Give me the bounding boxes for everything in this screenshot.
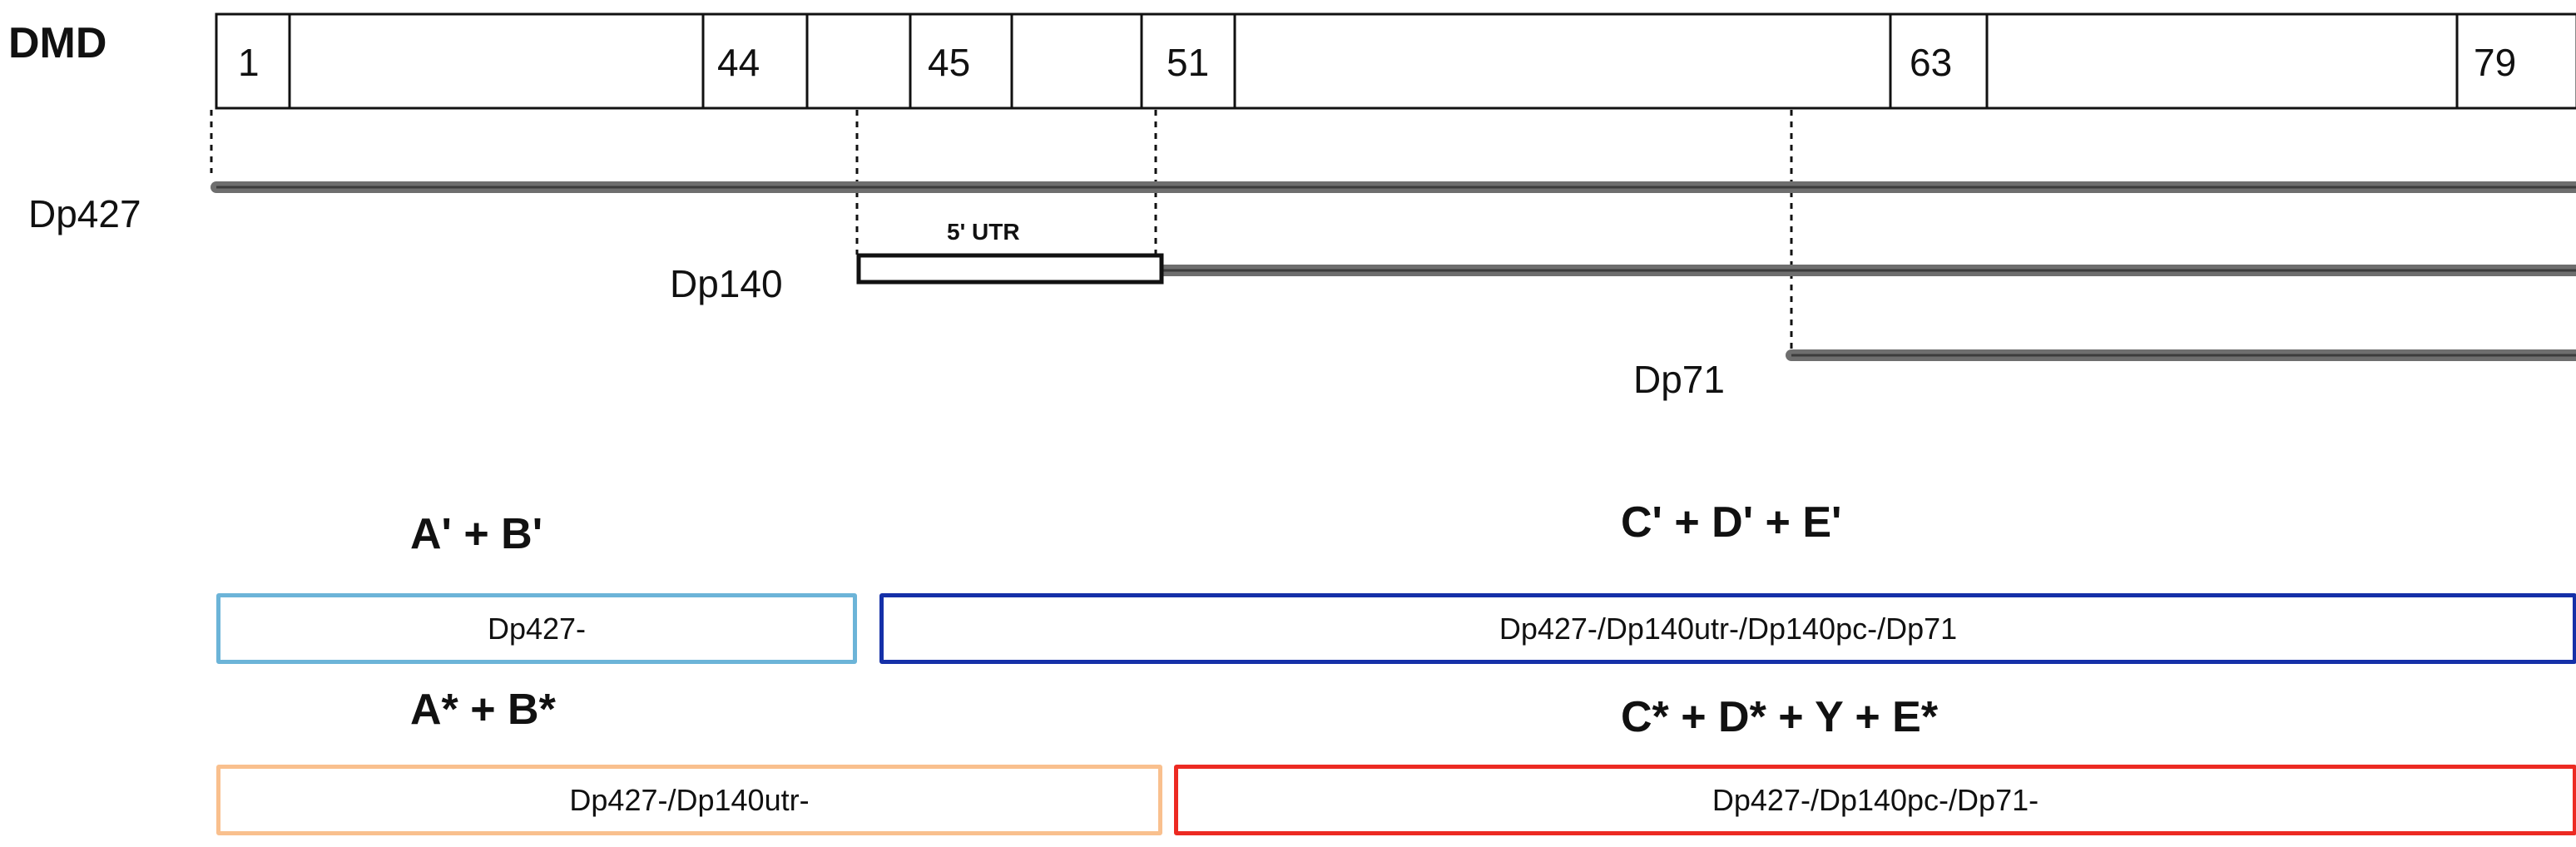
combo-title: A' + B'	[410, 510, 543, 558]
target-label: Dp427-/Dp140utr-/Dp140pc-/Dp71	[1499, 611, 1958, 646]
target-box: Dp427-/Dp140pc-/Dp71-	[1174, 765, 2576, 835]
combo-title: C* + D* + Y + E*	[1621, 693, 1939, 741]
target-label: Dp427-/Dp140pc-/Dp71-	[1712, 782, 2039, 817]
exon-number: 51	[1167, 41, 1210, 84]
target-box: Dp427-/Dp140utr-	[216, 765, 1162, 835]
exon-number: 44	[717, 41, 760, 84]
exon-number: 1	[238, 41, 260, 84]
exon-number: 63	[1910, 41, 1953, 84]
target-box: Dp427-/Dp140utr-/Dp140pc-/Dp71	[879, 593, 2576, 664]
exon-number: 79	[2474, 41, 2517, 84]
combo-title: A* + B*	[410, 686, 556, 734]
dp427-label: Dp427	[28, 192, 141, 235]
target-label: Dp427-/Dp140utr-	[569, 782, 810, 817]
utr-label: 5' UTR	[947, 219, 1020, 245]
utr-box	[856, 253, 1164, 285]
dp71-label: Dp71	[1633, 358, 1725, 401]
gene-label: DMD	[8, 19, 107, 67]
target-box: Dp427-	[216, 593, 857, 664]
combo-title: C' + D' + E'	[1621, 498, 1842, 547]
exon-track	[215, 12, 2576, 110]
target-label: Dp427-	[487, 611, 587, 646]
dp140-label: Dp140	[670, 262, 783, 305]
exon-number: 45	[928, 41, 971, 84]
